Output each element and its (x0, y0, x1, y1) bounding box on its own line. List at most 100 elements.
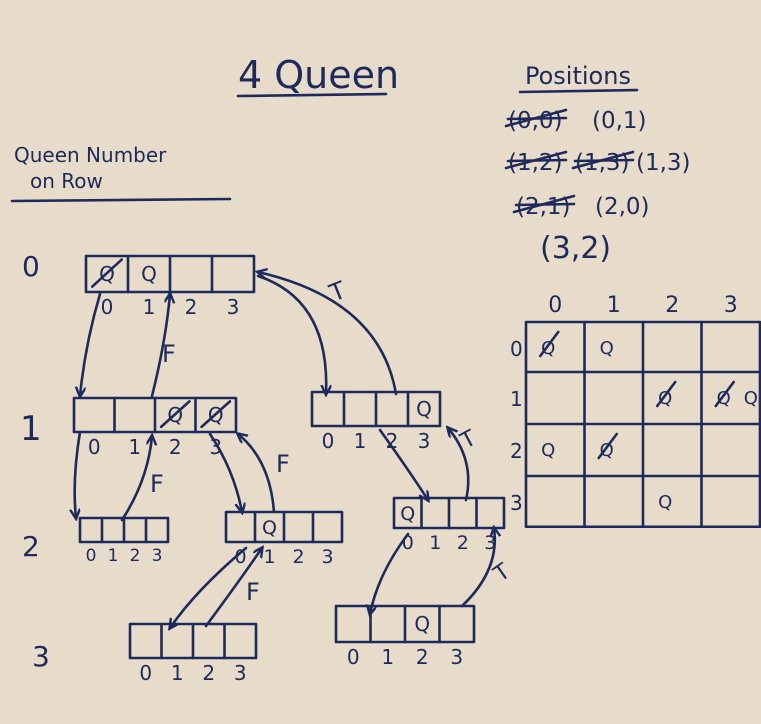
positions-header: Positions (525, 62, 631, 90)
edge-r2b-r1a (238, 434, 276, 514)
board-row-label: 1 (510, 387, 523, 411)
column-index: 3 (209, 435, 222, 459)
edge-r1b-r0 (258, 272, 398, 396)
column-index: 3 (418, 429, 431, 453)
board-col-label: 3 (724, 293, 738, 318)
cross-out-mark (159, 400, 191, 429)
column-index: 3 (450, 645, 463, 669)
cross-out-mark (714, 380, 736, 408)
board-col-label: 2 (665, 293, 679, 318)
tree-edges (75, 272, 495, 628)
positions-underline (518, 88, 639, 94)
row-header-underline (10, 197, 232, 203)
column-index: 0 (101, 295, 114, 319)
board-row-label: 2 (510, 439, 523, 463)
edge-label-f-1: F (162, 340, 176, 368)
edge-r1a-r2b (208, 432, 242, 512)
column-index: 0 (86, 546, 97, 566)
column-index: 3 (234, 661, 247, 685)
cross-out-mark (655, 380, 677, 408)
column-index: 0 (139, 661, 152, 685)
column-index: 2 (416, 645, 429, 669)
cross-out-mark (597, 432, 619, 460)
positions-list: (0,0)(0,1)(1,2)(1,3)(1,3)(2,1)(2,0)(3,2) (504, 108, 691, 266)
column-index: 1 (128, 435, 141, 459)
edge-r3a-r2b (204, 548, 262, 628)
row-label-3: 3 (32, 640, 50, 673)
edge-r1a-r2a (75, 430, 82, 518)
edge-r3b-r2c (460, 528, 495, 608)
column-index: 2 (292, 546, 304, 568)
edge-label-t-2: T (456, 426, 481, 455)
row-header-line2: on Row (30, 169, 103, 193)
queen-mark: Q (141, 262, 157, 286)
column-index: 0 (88, 435, 101, 459)
board-row-label: 0 (510, 337, 523, 361)
board-queen: Q (541, 338, 555, 359)
column-index: 3 (227, 295, 240, 319)
board-queen: Q (541, 440, 555, 461)
column-index: 1 (429, 532, 441, 554)
strike-mark (514, 202, 576, 207)
board-queen: Q (717, 388, 731, 409)
row-label-1: 1 (20, 409, 42, 449)
column-index: 1 (354, 429, 367, 453)
edge-label-t-3: T (489, 559, 516, 588)
edge-r0-r1b (256, 274, 326, 394)
column-index: 0 (322, 429, 335, 453)
edge-r1b-r2c (378, 428, 428, 500)
column-index: 2 (386, 429, 399, 453)
queen-mark: Q (400, 503, 415, 525)
edge-label-t-1: T (325, 276, 350, 308)
cross-out-mark (200, 400, 232, 429)
position-entry: (0,1) (592, 108, 647, 134)
strike-mark (506, 158, 568, 163)
column-index: 2 (185, 295, 198, 319)
board-queen-extra: Q (744, 388, 758, 409)
column-index: 2 (130, 546, 141, 566)
queen-mark: Q (416, 397, 432, 421)
strike-mark (506, 116, 568, 121)
board-col-label: 0 (548, 293, 562, 318)
edge-r2c-r3b (370, 532, 410, 614)
board-queen: Q (658, 492, 672, 513)
row-label-2: 2 (22, 530, 40, 563)
edge-r1a-r0 (150, 294, 170, 398)
column-index: 0 (347, 645, 360, 669)
column-index: 3 (321, 546, 333, 568)
row-label-0: 0 (22, 250, 40, 283)
edge-r0-r1a (80, 292, 102, 396)
column-index: 3 (152, 546, 163, 566)
cross-out-mark (538, 330, 560, 358)
column-index: 2 (169, 435, 182, 459)
position-entry: (2,0) (595, 194, 650, 220)
column-index: 1 (381, 645, 394, 669)
strike-mark (573, 158, 635, 163)
queen-mark: Q (262, 517, 277, 539)
cross-out-mark (91, 258, 123, 288)
column-index: 1 (263, 546, 275, 568)
board-row-label: 3 (510, 491, 523, 515)
board-queen: Q (600, 440, 614, 461)
edge-r2b-r3a (170, 546, 248, 628)
edge-label-f-4: F (246, 578, 260, 606)
column-index: 1 (143, 295, 156, 319)
position-entry: (1,3) (636, 150, 691, 176)
edge-label-f-3: F (276, 450, 290, 478)
edge-label-f-2: F (150, 470, 164, 498)
row-header-line1: Queen Number (14, 143, 167, 167)
title-text: 4 Queen (238, 53, 399, 97)
title-underline (236, 92, 388, 98)
